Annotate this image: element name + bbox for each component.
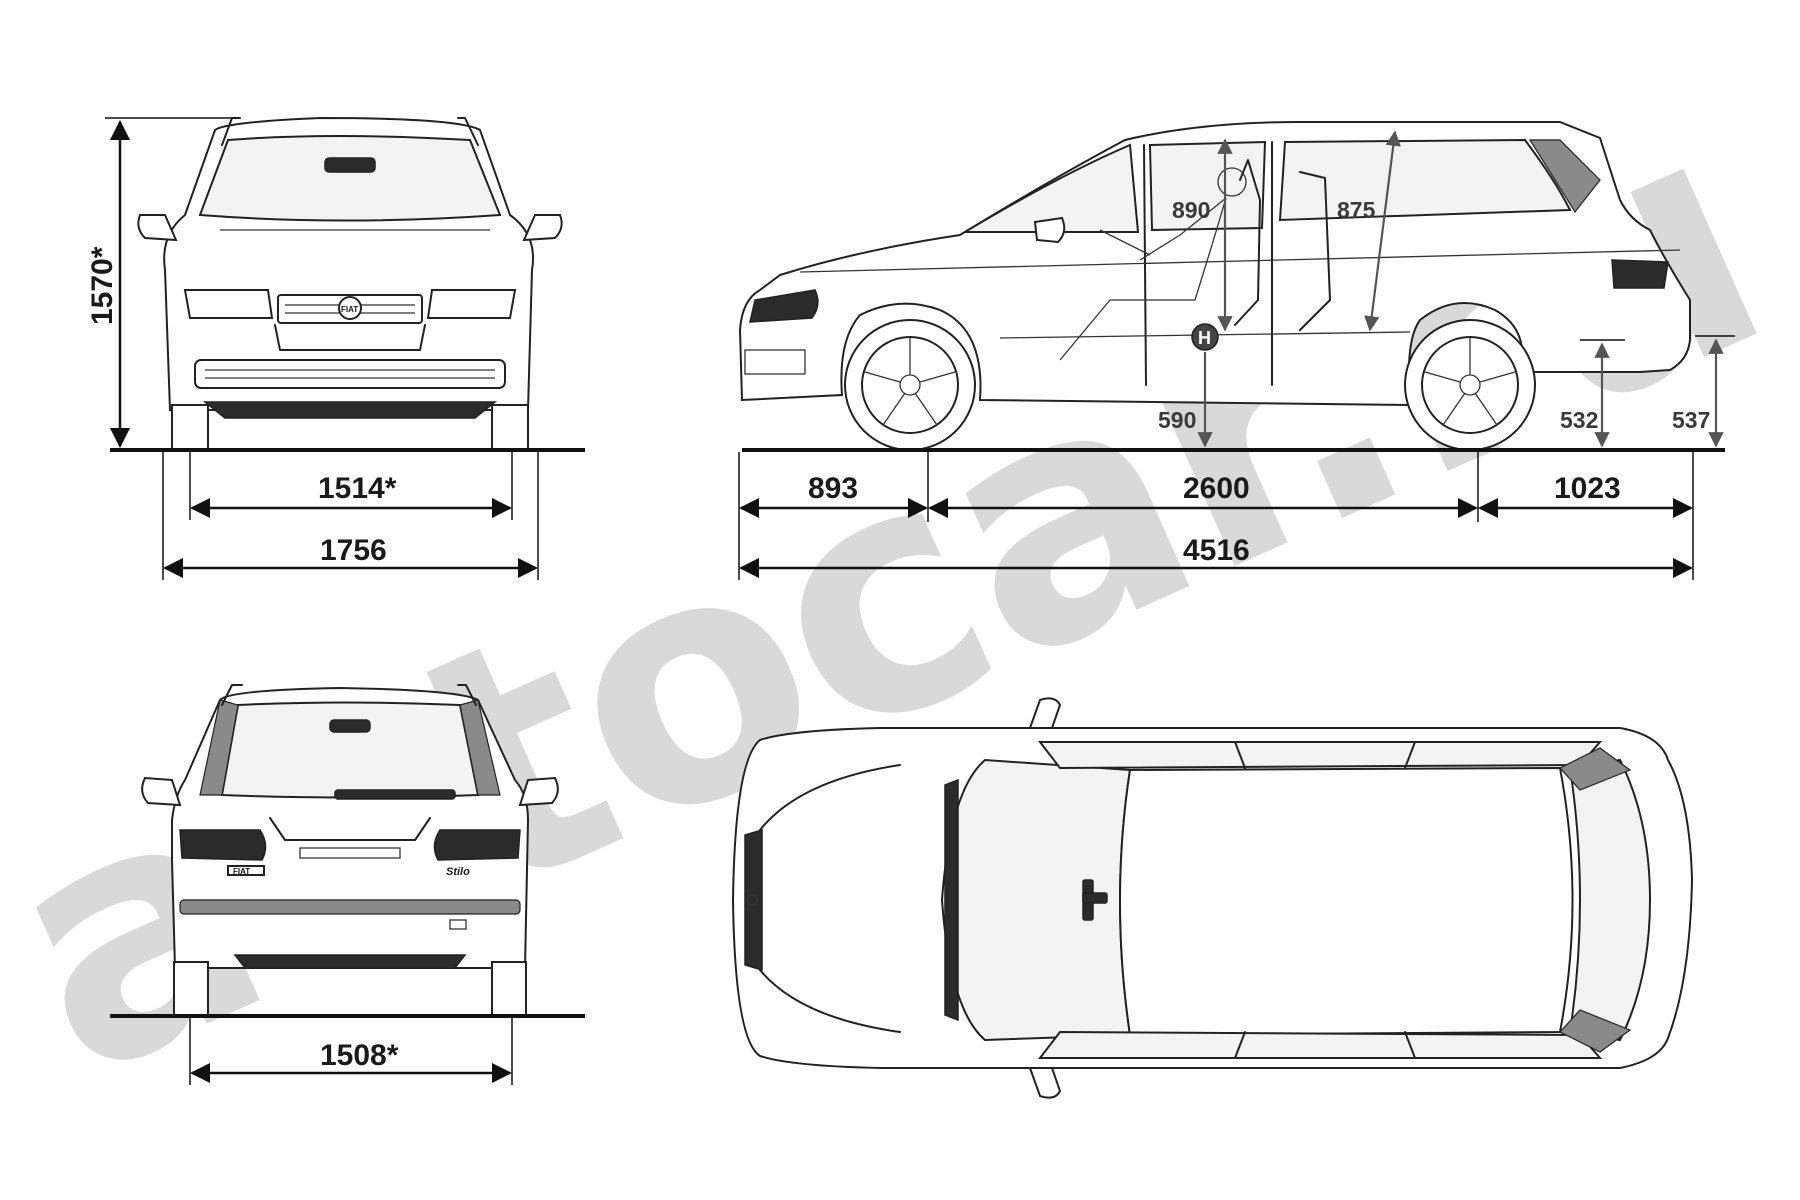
rear-headroom-label: 875 (1337, 197, 1376, 223)
side-view: 890 875 H 590 532 537 893 2600 1023 4516 (738, 121, 1735, 580)
front-headroom-label: 890 (1172, 197, 1210, 223)
rear-track-label: 1508* (320, 1039, 399, 1072)
front-view-car: FIAT (137, 116, 563, 451)
front-height-label: 1570* (86, 246, 119, 325)
front-width-label: 1756 (320, 534, 387, 567)
h-point-height-label: 590 (1158, 407, 1196, 433)
top-left-mirror (1028, 697, 1062, 729)
wheelbase-label: 2600 (1183, 472, 1250, 505)
rear-overhang-label: 1023 (1554, 472, 1621, 505)
front-track-label: 1514* (318, 472, 397, 505)
front-wheel (844, 319, 976, 451)
rear-wheel (1404, 319, 1536, 451)
top-view (731, 697, 1694, 1099)
rear-sill-height-label: 532 (1560, 407, 1598, 433)
rear-view: FIAT Stilo 1508* (110, 684, 585, 1085)
front-view: FIAT 1570* 1514* 1756 (86, 116, 585, 580)
rear-view-car: FIAT Stilo (141, 684, 559, 1016)
front-badge: FIAT (341, 305, 358, 314)
h-point-text: H (1198, 328, 1211, 348)
side-view-car (738, 121, 1691, 451)
rear-bumper-height-label: 537 (1672, 407, 1710, 433)
top-right-mirror (1028, 1067, 1062, 1099)
rear-headroom-arrow (1364, 130, 1401, 332)
front-overhang-label: 893 (808, 472, 858, 505)
length-label: 4516 (1183, 534, 1250, 567)
h-point-marker (1191, 323, 1219, 351)
rear-badge-left: FIAT (233, 867, 250, 876)
rear-badge-right: Stilo (446, 866, 470, 878)
